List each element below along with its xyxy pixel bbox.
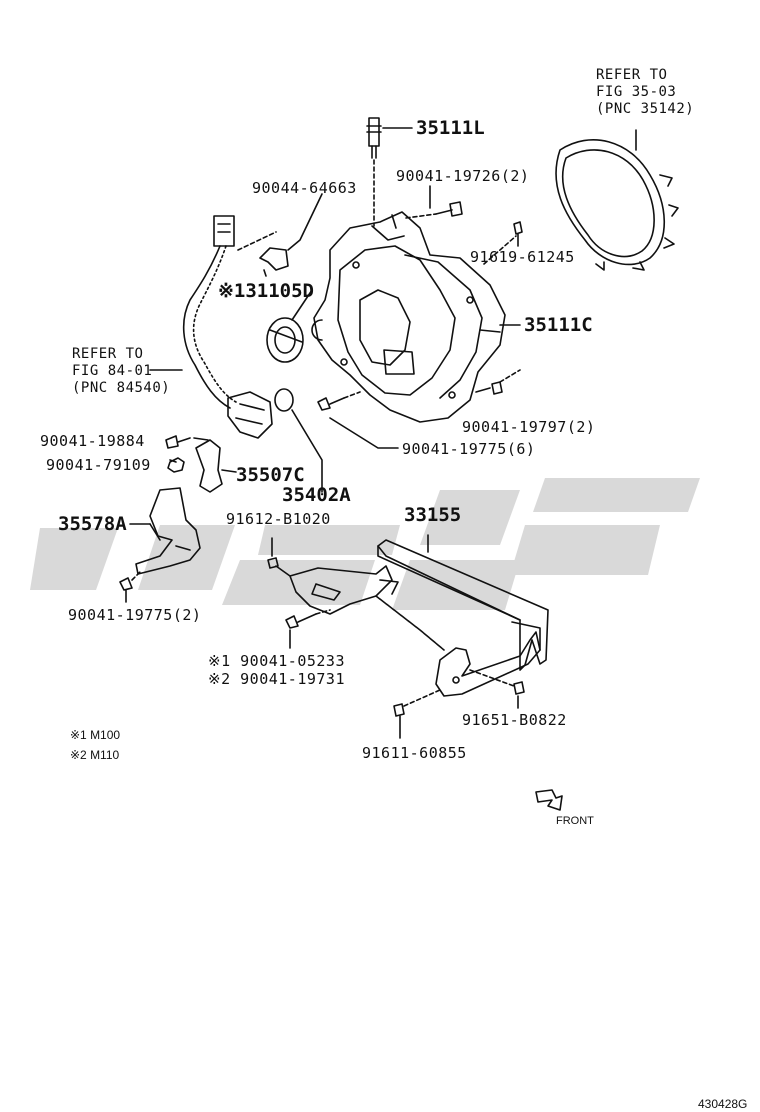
label-35402A: 35402A	[282, 484, 351, 506]
refer-note-fig-84-01: REFER TO FIG 84-01 (PNC 84540)	[72, 346, 171, 396]
lever-35507C	[195, 439, 223, 493]
breather-plug	[366, 117, 382, 159]
label-31105D: ※131105D	[218, 280, 314, 302]
wire-harness	[182, 215, 273, 439]
stiffener-bracket	[289, 565, 541, 697]
note-m110: ※2 M110	[70, 748, 120, 762]
bolt-91612-B1020	[267, 557, 291, 577]
label-91612-B1020: 91612-B1020	[226, 510, 331, 528]
label-90041-19731: ※2 90041-19731	[208, 670, 345, 688]
bolt-90041-19775-2	[119, 577, 133, 603]
clip-90044-64663	[259, 247, 289, 277]
label-91651-B0822: 91651-B0822	[462, 711, 567, 729]
bolt-90041-19726	[435, 201, 463, 217]
bolt-90041-19797	[475, 381, 503, 395]
watermark-logo	[30, 478, 700, 610]
nut-90041-79109	[167, 457, 185, 473]
bracket-35578A	[135, 487, 201, 575]
label-90041-19726: 90041-19726(2)	[396, 167, 530, 185]
label-90041-19884: 90041-19884	[40, 432, 145, 450]
label-90044-64663: 90044-64663	[252, 179, 357, 197]
refer-note-fig-35-03: REFER TO FIG 35-03 (PNC 35142)	[596, 67, 695, 117]
label-91611-60855: 91611-60855	[362, 744, 467, 762]
bolt-91619-61245	[513, 221, 523, 247]
label-90041-19775-6: 90041-19775(6)	[402, 440, 536, 458]
figure-id: 430428G	[698, 1097, 748, 1111]
label-35111L: 35111L	[416, 117, 485, 139]
label-33155: 33155	[404, 504, 462, 526]
front-arrow	[535, 789, 563, 811]
bolt-91651-B0822	[513, 681, 525, 695]
label-90041-19775-2: 90041-19775(2)	[68, 606, 202, 624]
label-91619-61245: 91619-61245	[470, 248, 575, 266]
bolt-90041-19884	[165, 435, 191, 449]
o-ring-35402A	[274, 388, 294, 412]
label-90041-19797: 90041-19797(2)	[462, 418, 596, 436]
label-90041-79109: 90041-79109	[46, 456, 151, 474]
front-label: FRONT	[556, 815, 594, 827]
bolt-91611-60855	[393, 703, 405, 739]
bolt-90041-05233	[285, 613, 317, 629]
cover-plate-33155	[377, 539, 549, 671]
bolt-90041-19775-6	[317, 397, 345, 411]
label-35507C: 35507C	[236, 464, 305, 486]
label-35111C: 35111C	[524, 314, 593, 336]
label-90041-05233: ※1 90041-05233	[208, 652, 345, 670]
gasket-ring	[555, 139, 679, 271]
note-m100: ※1 M100	[70, 728, 121, 742]
label-35578A: 35578A	[58, 513, 127, 535]
oil-seal-31105D	[266, 317, 304, 363]
transaxle-housing	[311, 211, 506, 423]
